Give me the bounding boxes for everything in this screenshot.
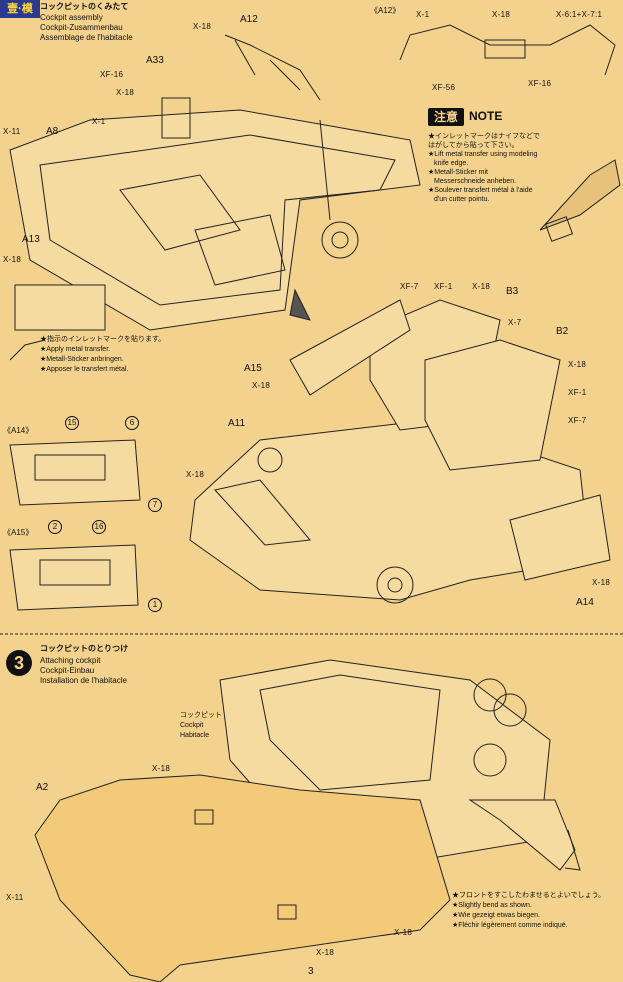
label-b3: B3 [506,286,519,297]
label-a8: A8 [46,126,59,137]
step3-title-de: Cockpit-Einbau [40,666,95,675]
cockpit-label-jp: コックピット [180,712,222,719]
note-badge: 注意 [428,108,464,126]
part-x18: X-18 [186,470,205,479]
step3-title-fr: Installation de l'habitacle [40,676,127,685]
decal-number: 7 [148,498,162,512]
note-line: d'un cutter pointu. [434,196,490,203]
cockpit-label-fr: Habitacle [180,732,210,739]
note-title: NOTE [469,109,503,123]
part-x11: X-11 [6,893,24,902]
note-line: ★Lift metal transfer using modeling [428,151,538,158]
label-a12-detail: 《A12》 [370,6,401,15]
label-a12: A12 [240,14,258,25]
part-x18: X-18 [152,764,171,773]
part-x1: X-1 [416,10,430,19]
transfer-note-line: ★指示のインレットマークを貼ります。 [40,336,166,343]
part-x18: X-18 [193,22,212,31]
step2-title-de: Cockpit-Zusammenbau [40,23,123,32]
decal-number: 1 [148,598,162,612]
part-xf7: XF-7 [568,416,587,425]
note-line: knife edge. [434,160,469,167]
transfer-note-line: ★Metall-Sticker anbringen. [40,356,124,363]
note-line: ★Soulever transfert métal à l'aide [428,187,533,194]
part-x18: X-18 [316,948,335,957]
part-x18: X-18 [3,255,22,264]
decal-number: 15 [65,416,79,430]
bend-note-line: ★Wie gezeigt etwas biegen. [452,912,540,919]
step2-title-fr: Assemblage de l'habitacle [40,33,133,42]
part-x1: X-1 [92,117,106,126]
part-x11: X-11 [3,127,21,136]
label-b2: B2 [556,326,569,337]
part-xf7: XF-7 [400,282,419,291]
part-x18: X-18 [472,282,491,291]
cockpit-label-en: Cockpit [180,722,204,729]
bend-note-line: ★Fléchir légèrement comme indiqué. [452,922,568,929]
part-x18: X-18 [252,381,271,390]
note-line: ★Metall-Sticker mit [428,169,488,176]
part-x18: X-18 [116,88,135,97]
part-xf16: XF-16 [528,79,552,88]
label-a15: A15 [244,363,262,374]
part-x18: X-18 [568,360,587,369]
page-number: 3 [308,966,314,977]
label-a13: A13 [22,234,40,245]
label-a33: A33 [146,55,164,66]
step3-number: 3 [6,650,32,676]
label-a15-detail: 《A15》 [3,528,34,537]
part-mix: X-6:1+X-7:1 [556,10,603,19]
note-line: Messerschneide anheben. [434,178,517,185]
step3-title-en: Attaching cockpit [40,656,101,665]
part-x18: X-18 [394,928,413,937]
part-xf56: XF-56 [432,83,456,92]
transfer-note-line: ★Apply metal transfer. [40,346,111,353]
label-a2: A2 [36,782,49,793]
decal-number: 16 [92,520,106,534]
part-x18: X-18 [592,578,611,587]
bend-note-line: ★Slightly bend as shown. [452,902,532,909]
transfer-note-line: ★Apposer le transfert métal. [40,366,129,373]
decal-number: 2 [48,520,62,534]
part-xf1: XF-1 [568,388,587,397]
decal-number: 6 [125,416,139,430]
label-a14: A14 [576,597,594,608]
note-line: はがしてから貼って下さい。 [428,142,519,149]
part-x18: X-18 [492,10,511,19]
bend-note-line: ★フロントをすこしたわませるとよいでしょう。 [452,892,606,899]
part-x7: X-7 [508,318,522,327]
step3-title-jp: コックピットのとりつけ [40,644,129,653]
note-line: ★インレットマークはナイフなどで [428,133,540,140]
part-xf1: XF-1 [434,282,453,291]
part-xf16: XF-16 [100,70,124,79]
step2-title-jp: コックピットのくみたて [40,2,129,11]
step2-title-en: Cockpit assembly [40,13,103,22]
label-a11: A11 [228,418,246,429]
watermark-logo: 壹·模 [0,0,40,18]
label-a14-detail: 《A14》 [3,426,34,435]
